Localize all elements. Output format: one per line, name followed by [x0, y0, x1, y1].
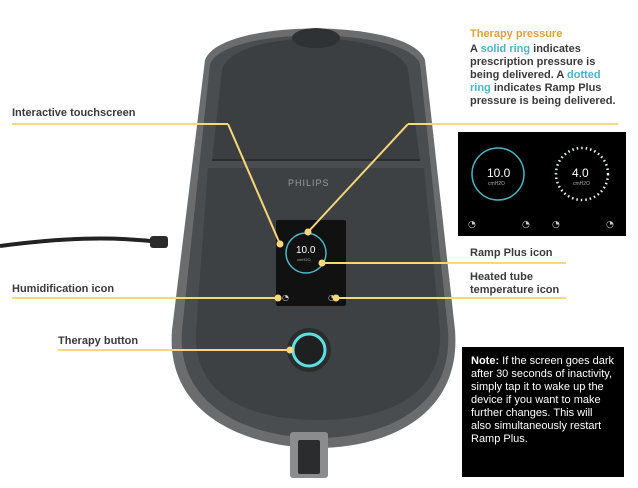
inset-left-icon-2: ◔: [522, 220, 530, 230]
tp-dotted-ring: dotted ring: [470, 69, 601, 94]
inset-right-icon: ◔: [552, 220, 560, 230]
device-pressure-unit: cmH2O: [297, 257, 311, 262]
device-pressure-value: 10.0: [296, 245, 316, 256]
tp-text-3: indicates Ramp Plus pressure is being de…: [470, 82, 616, 107]
device-humidification-icon: ◔: [282, 293, 289, 302]
inset-left-value: 10.0: [487, 166, 511, 180]
inset-left-icon: ◔: [468, 220, 476, 230]
therapy-pressure-title: Therapy pressure: [470, 28, 563, 40]
power-cord: [0, 236, 161, 248]
device-brand: PHILIPS: [288, 178, 330, 188]
device-screen: [276, 220, 346, 306]
note-text: If the screen goes dark after 30 seconds…: [471, 355, 615, 445]
callout-touchscreen: Interactive touchscreen: [12, 107, 136, 119]
tp-text-1: A: [470, 43, 481, 55]
note-box: Note: If the screen goes dark after 30 s…: [462, 347, 624, 477]
inset-dotted-ring: [554, 146, 610, 202]
callout-heated-tube-line2: temperature icon: [470, 284, 560, 296]
lid-handle: [292, 28, 340, 48]
inset-screens: ◔ ◔ ◔ ◔ 10.0 cmH2O 4.0 cmH2O: [458, 132, 626, 236]
inset-right-unit: cmH2O: [573, 181, 590, 187]
inset-right-value: 4.0: [572, 166, 589, 180]
device-lid: [212, 38, 420, 160]
callout-heated-tube-line1: Heated tube: [470, 271, 533, 283]
therapy-pressure-text: A solid ring indicates prescription pres…: [470, 43, 620, 108]
note-label: Note:: [471, 355, 500, 367]
inset-graphics: ◔ ◔ ◔ ◔: [468, 146, 614, 230]
cord-plug: [150, 236, 168, 248]
callout-ramp-plus: Ramp Plus icon: [470, 247, 553, 259]
callout-therapy-button: Therapy button: [58, 335, 139, 347]
inset-left-unit: cmH2O: [488, 181, 505, 187]
inset-right-icon-2: ◔: [606, 220, 614, 230]
device-heated-tube-icon: ◔: [328, 293, 335, 302]
tp-solid-ring: solid ring: [480, 43, 531, 55]
callout-heated-tube: Heated tube temperature icon: [470, 271, 559, 297]
inset-solid-ring: [471, 147, 525, 201]
tp-text-2: indicates prescription pressure is being…: [470, 43, 596, 81]
callout-humidification: Humidification icon: [12, 283, 115, 295]
